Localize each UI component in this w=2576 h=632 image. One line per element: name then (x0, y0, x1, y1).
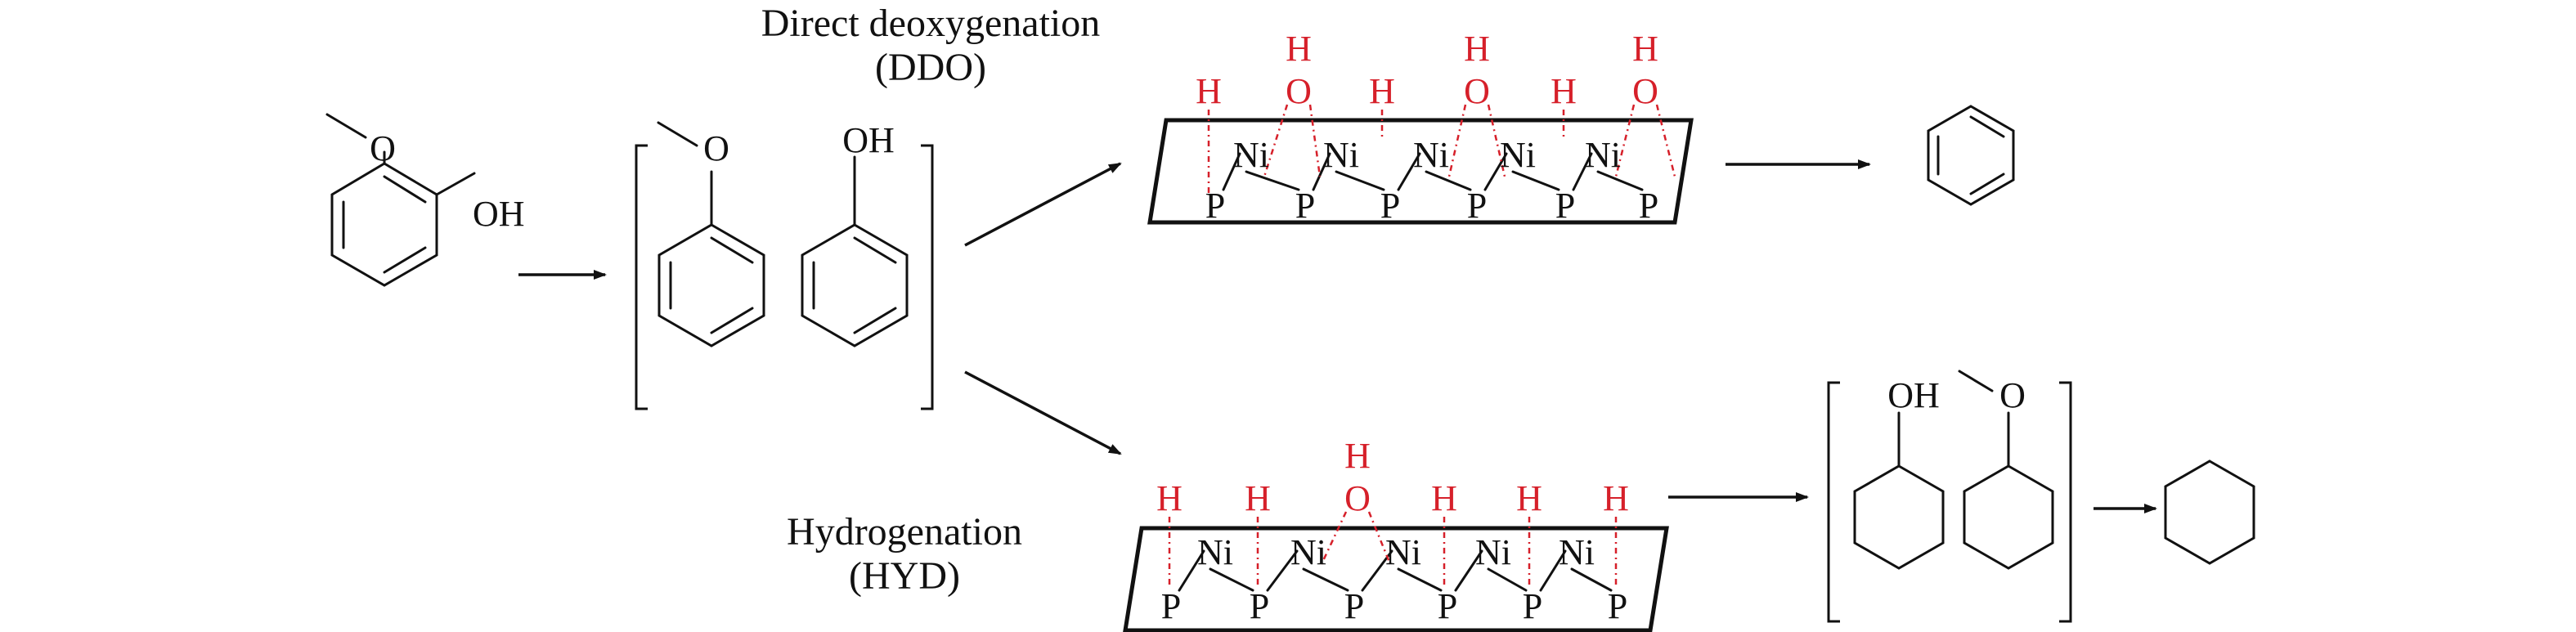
hyd-oh-dash (1320, 511, 1348, 565)
arrow-to-hyd (964, 370, 1122, 455)
ddo-surface-slab (1147, 118, 1694, 225)
ddo-nickel-atom: Ni (1323, 135, 1359, 175)
ddo-ni-p-bond (1312, 152, 1331, 191)
cyclohexanol-molecule: OH (1853, 375, 1945, 570)
methoxycyclohexane-o: O (1999, 375, 2026, 415)
ddo-oh-dash (1655, 104, 1676, 177)
methoxycyclohexane-molecule: O (1958, 370, 2054, 570)
guaiacol-molecule: O OH (325, 113, 525, 287)
hyd-ni-p-bond (1454, 549, 1483, 592)
saturated-intermediates-bracket (1827, 381, 2072, 623)
hyd-adsorbed-h: H (1603, 478, 1629, 518)
ddo-pathway-abbr: (DDO) (875, 46, 986, 89)
ddo-nickel-atom: Ni (1585, 135, 1621, 175)
hyd-adsorbed-h: H (1245, 478, 1271, 518)
ddo-adsorbed-oh-h: H (1286, 29, 1312, 69)
hyd-ni-p-bond (1539, 549, 1567, 592)
hyd-nickel-atom: Ni (1197, 532, 1233, 572)
ddo-ni-p-bond (1222, 152, 1241, 191)
ddo-ni-p-bond (1397, 152, 1421, 191)
hyd-pathway-name: Hydrogenation (787, 510, 1022, 554)
hyd-adsorbed-h: H (1516, 478, 1542, 518)
hyd-adsorbed-oh-h: H (1344, 436, 1371, 476)
anisole-molecule: O (657, 121, 765, 347)
guaiacol-hydroxyl: OH (473, 194, 525, 234)
ddo-adsorbed-oh-o: O (1464, 71, 1490, 111)
hyd-phosphorus-atom: P (1161, 586, 1181, 626)
hyd-ni-p-bond (1487, 567, 1528, 592)
hyd-pathway-abbr: (HYD) (849, 554, 960, 598)
ddo-adsorbed-oh-o: O (1632, 71, 1658, 111)
hyd-ni-p-bond (1570, 567, 1613, 592)
guaiacol-methoxy-o: O (370, 128, 396, 168)
ddo-phosphorus-atom: P (1295, 186, 1315, 226)
anisole-methoxy-o: O (703, 128, 729, 168)
hyd-ni-p-bond (1302, 567, 1349, 592)
ddo-ni-p-bond (1335, 170, 1385, 191)
ddo-adsorbed-oh-o: O (1286, 71, 1312, 111)
ddo-phosphorus-atom: P (1205, 186, 1225, 226)
ddo-phosphorus-atom: P (1467, 186, 1487, 226)
arrow-to-ddo (964, 162, 1122, 247)
hyd-phosphorus-atom: P (1438, 586, 1457, 626)
ddo-oh-dash (1447, 104, 1467, 177)
hyd-ni-p-bond (1178, 549, 1205, 592)
ddo-ni-p-bond (1245, 170, 1300, 191)
hyd-nickel-atom: Ni (1559, 532, 1595, 572)
benzene-molecule (1927, 105, 2015, 206)
ddo-adsorbed-h: H (1196, 71, 1222, 111)
cyclohexanol-hydroxyl: OH (1887, 375, 1940, 415)
phenol-hydroxyl: OH (842, 120, 895, 160)
hyd-phosphorus-atom: P (1523, 586, 1542, 626)
ddo-ni-p-bond (1511, 170, 1560, 191)
hyd-surface-slab (1123, 526, 1669, 632)
ddo-oh-dash (1308, 104, 1322, 177)
ddo-adsorbed-oh-h: H (1632, 29, 1658, 69)
hyd-ni-p-bond (1209, 567, 1254, 592)
ddo-phosphorus-atom: P (1380, 186, 1400, 226)
hyd-nickel-atom: Ni (1475, 532, 1511, 572)
ddo-ni-p-bond (1572, 152, 1593, 191)
hyd-adsorbed-oh-o: O (1344, 478, 1371, 518)
ddo-adsorbed-h: H (1551, 71, 1577, 111)
hyd-oh-dash (1367, 511, 1392, 565)
hyd-ni-p-bond (1266, 549, 1299, 592)
ddo-adsorbed-h: H (1369, 71, 1395, 111)
intermediates-bracket (635, 144, 934, 410)
phenol-molecule: OH (801, 120, 909, 347)
hyd-phosphorus-atom: P (1250, 586, 1269, 626)
ddo-ni-p-bond (1425, 170, 1472, 191)
ddo-ni-p-bond (1483, 152, 1508, 191)
ddo-nickel-atom: Ni (1500, 135, 1536, 175)
hyd-adsorbed-h: H (1431, 478, 1457, 518)
ddo-phosphorus-atom: P (1639, 186, 1658, 226)
hyd-phosphorus-atom: P (1344, 586, 1364, 626)
ddo-nickel-atom: Ni (1233, 135, 1269, 175)
ddo-ni-p-bond (1596, 170, 1644, 191)
ddo-pathway-name: Direct deoxygenation (761, 2, 1101, 45)
hyd-ni-p-bond (1397, 567, 1443, 592)
ddo-nickel-atom: Ni (1413, 135, 1449, 175)
ddo-oh-dash (1263, 104, 1289, 177)
cyclohexane-molecule (2164, 459, 2255, 565)
ddo-phosphorus-atom: P (1555, 186, 1575, 226)
hyd-nickel-atom: Ni (1385, 532, 1421, 572)
hyd-adsorbed-h: H (1156, 478, 1183, 518)
hyd-phosphorus-atom: P (1608, 586, 1627, 626)
ddo-adsorbed-oh-h: H (1464, 29, 1490, 69)
hyd-nickel-atom: Ni (1290, 532, 1326, 572)
